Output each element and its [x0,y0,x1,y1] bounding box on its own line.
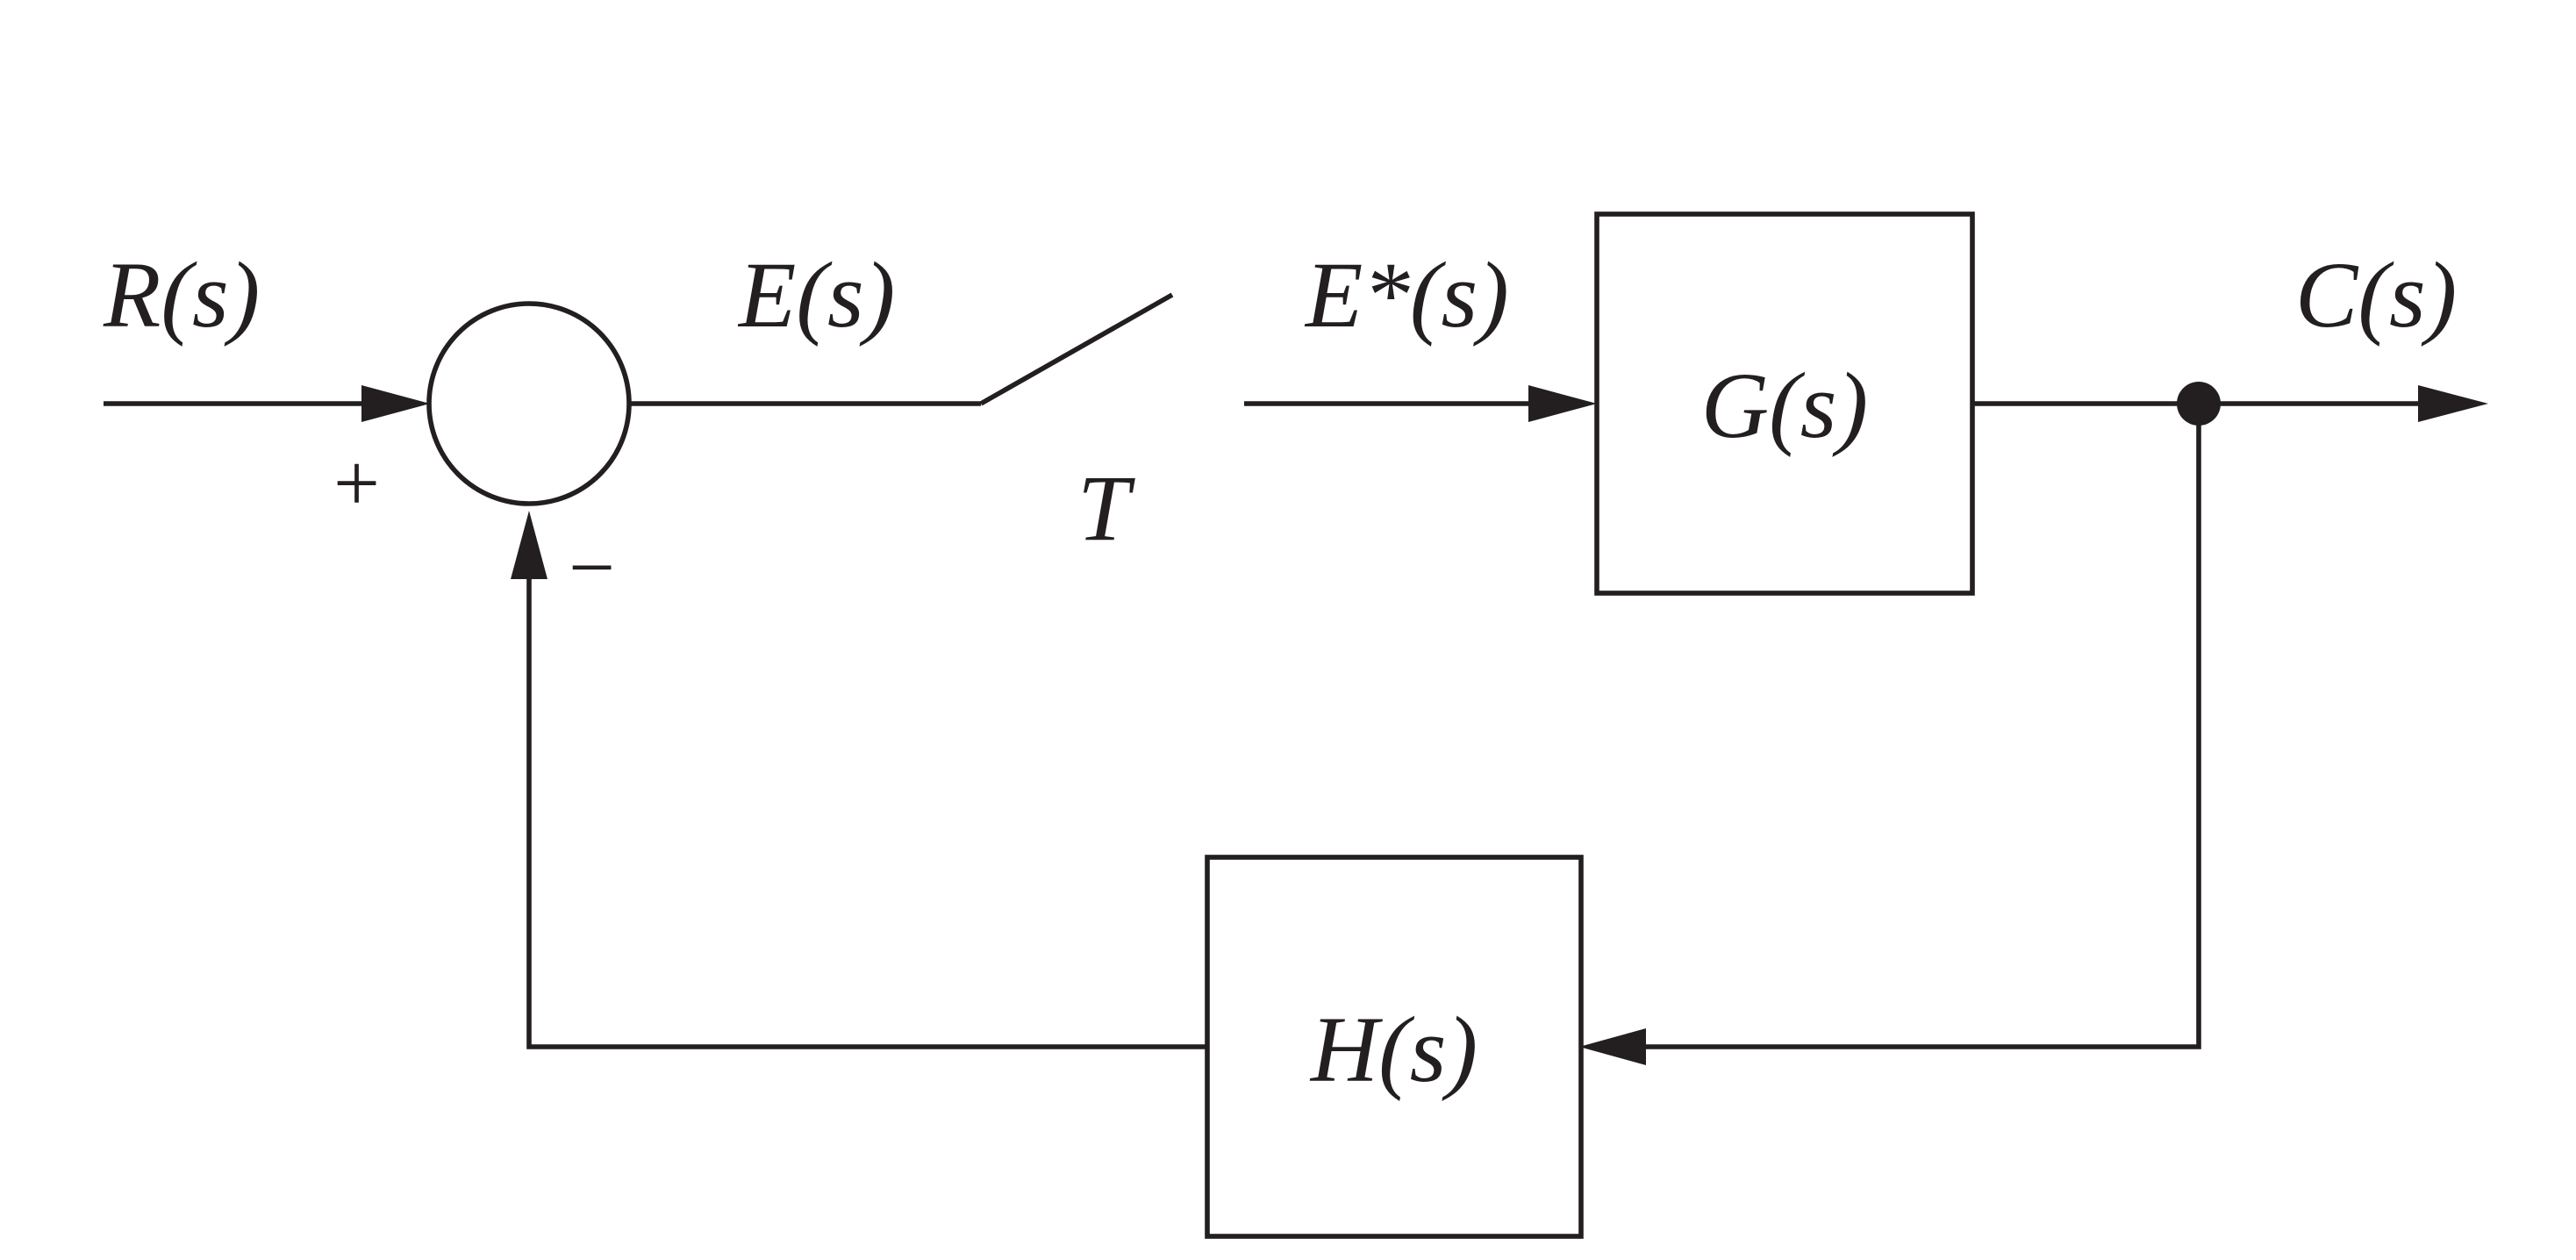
error-signal-label: E(s) [737,244,895,347]
sampled-error-arrowhead [1528,385,1597,422]
input-arrowhead [361,385,430,422]
feedback-arrowhead-h [1579,1028,1646,1065]
output-arrowhead [2418,385,2488,422]
feedback-wire-to-sum [526,574,1207,1049]
feedback-block [1205,855,1584,1239]
sampling-period-label: T [1077,457,1135,561]
forward-block [1594,211,1975,596]
forward-block-label: G(s) [1701,354,1868,458]
feedback-wire-return [1641,404,2201,1049]
input-signal-label: R(s) [103,244,260,347]
feedback-arrowhead-sum [511,511,547,579]
feedback-block-label: H(s) [1309,999,1478,1102]
sampled-error-signal-label: E*(s) [1304,244,1509,347]
summing-junction [426,301,632,506]
minus-sign: − [569,522,615,613]
plus-sign: + [333,438,380,529]
output-signal-label: C(s) [2295,244,2457,347]
sampler-switch [979,292,1174,406]
